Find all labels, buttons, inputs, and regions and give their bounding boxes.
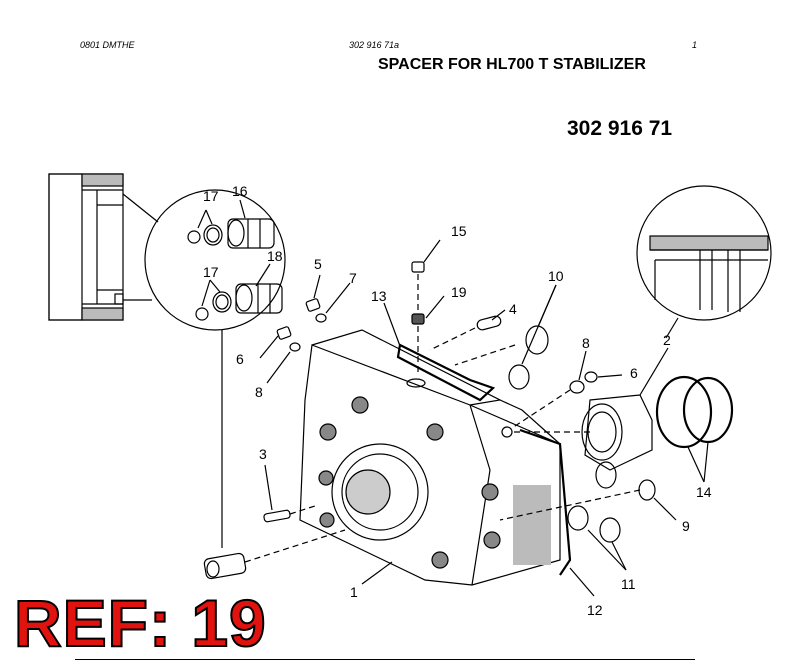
header-left-code: 0801 DMTHE [80,40,135,50]
callout-10: 10 [548,268,564,284]
callout-5: 5 [314,256,322,272]
callout-8-left: 8 [255,384,263,400]
callout-7: 7 [349,270,357,286]
callout-12: 12 [587,602,603,618]
callout-8-right: 8 [582,335,590,351]
detail-circle-spacer [636,185,772,339]
detail-circle-seals [122,189,286,548]
callout-4: 4 [509,301,517,317]
bottom-rule [75,659,695,660]
part-number: 302 916 71 [567,117,673,140]
page-title: SPACER FOR HL700 T STABILIZER [378,56,646,73]
spacer-section-view [48,173,124,321]
callout-numbers: 17 16 17 18 5 7 6 8 13 15 19 4 10 8 6 2 … [203,183,712,618]
loose-parts [203,261,734,580]
callout-18: 18 [267,248,283,264]
callout-6-left: 6 [236,351,244,367]
stabilizer-housing [299,329,572,586]
callout-19: 19 [451,284,467,300]
leader-lines [259,239,709,597]
callout-3: 3 [259,446,267,462]
callout-17-upper: 17 [203,188,219,204]
callout-1: 1 [350,584,358,600]
callout-2: 2 [663,332,671,348]
callout-11: 11 [621,576,636,592]
callout-14: 14 [696,484,712,500]
assembly-guide-lines [244,274,641,563]
callout-6-right: 6 [630,365,638,381]
callout-17-lower: 17 [203,264,219,280]
callout-9: 9 [682,518,690,534]
header-doc-ref: 302 916 71a [349,40,400,50]
callout-13: 13 [371,288,387,304]
ref-label: REF: 19 [13,586,267,660]
callout-16: 16 [232,183,248,199]
callout-15: 15 [451,223,467,239]
header-page-number: 1 [692,40,698,50]
